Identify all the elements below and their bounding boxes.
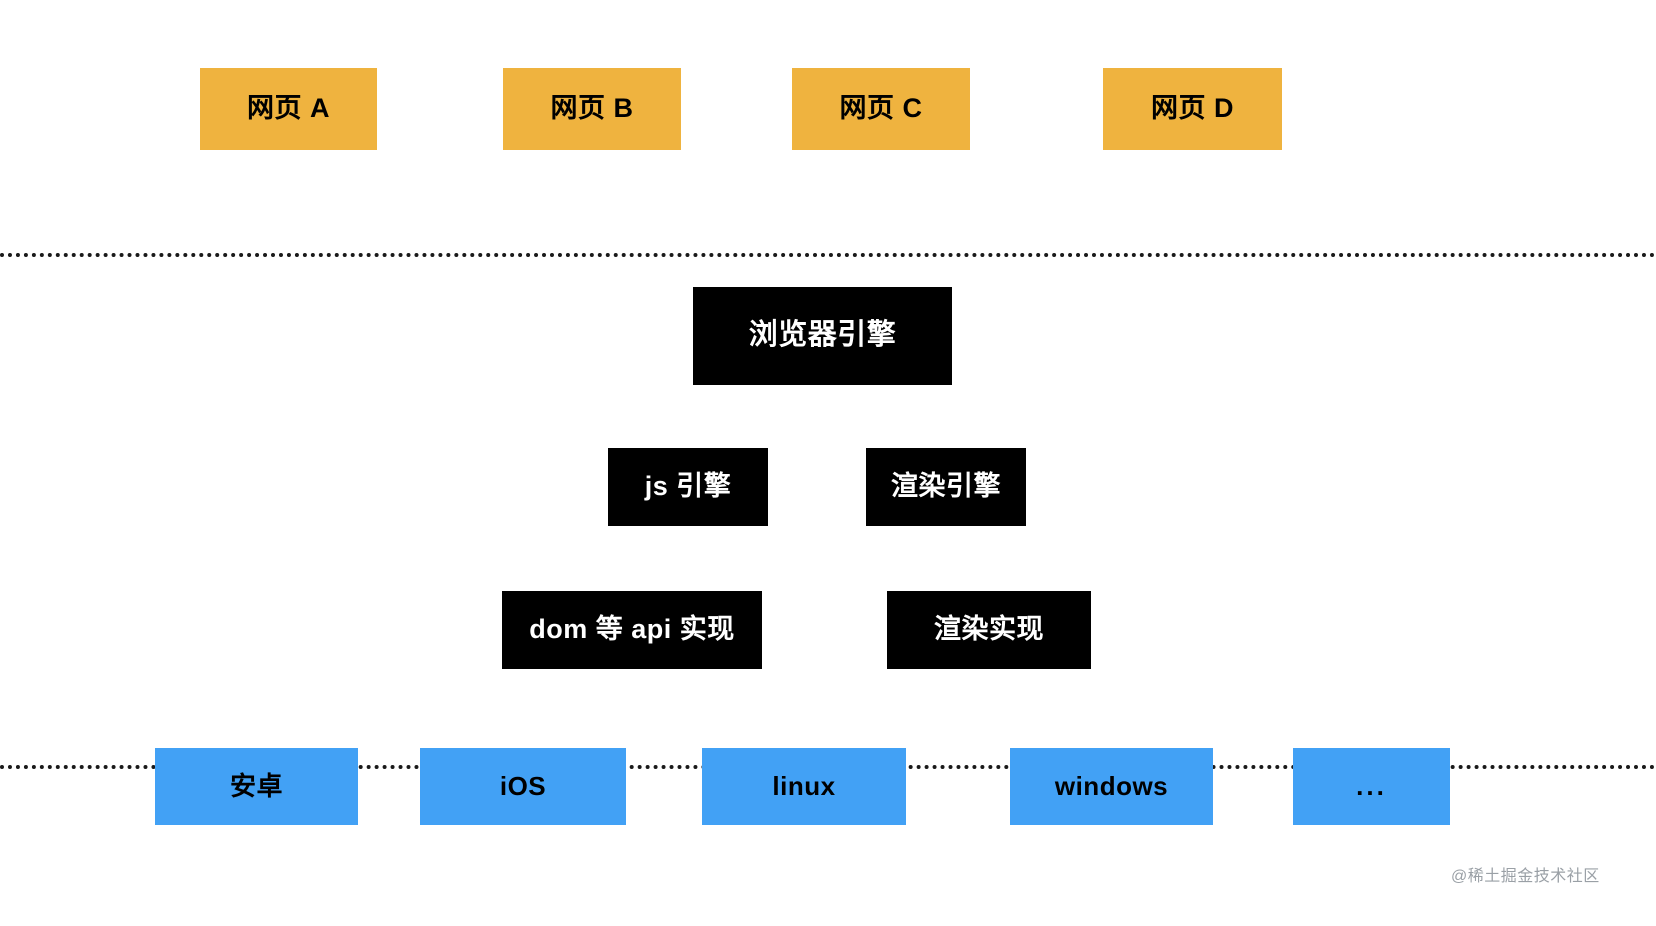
os-node-ios[interactable]: iOS: [420, 748, 626, 825]
os-node-android[interactable]: 安卓: [155, 748, 358, 825]
js-engine-node[interactable]: js 引擎: [608, 448, 768, 526]
os-node-more[interactable]: ...: [1293, 748, 1450, 825]
page-node-c[interactable]: 网页 C: [792, 68, 970, 150]
render-impl-node[interactable]: 渲染实现: [887, 591, 1091, 669]
os-node-linux[interactable]: linux: [702, 748, 906, 825]
page-node-a[interactable]: 网页 A: [200, 68, 377, 150]
render-engine-node[interactable]: 渲染引擎: [866, 448, 1026, 526]
watermark-label: @稀土掘金技术社区: [1451, 868, 1600, 885]
page-node-b[interactable]: 网页 B: [503, 68, 681, 150]
divider-pages-engine: [0, 253, 1656, 257]
dom-api-impl-node[interactable]: dom 等 api 实现: [502, 591, 762, 669]
os-node-windows[interactable]: windows: [1010, 748, 1213, 825]
browser-engine-node[interactable]: 浏览器引擎: [693, 287, 952, 385]
page-node-d[interactable]: 网页 D: [1103, 68, 1282, 150]
